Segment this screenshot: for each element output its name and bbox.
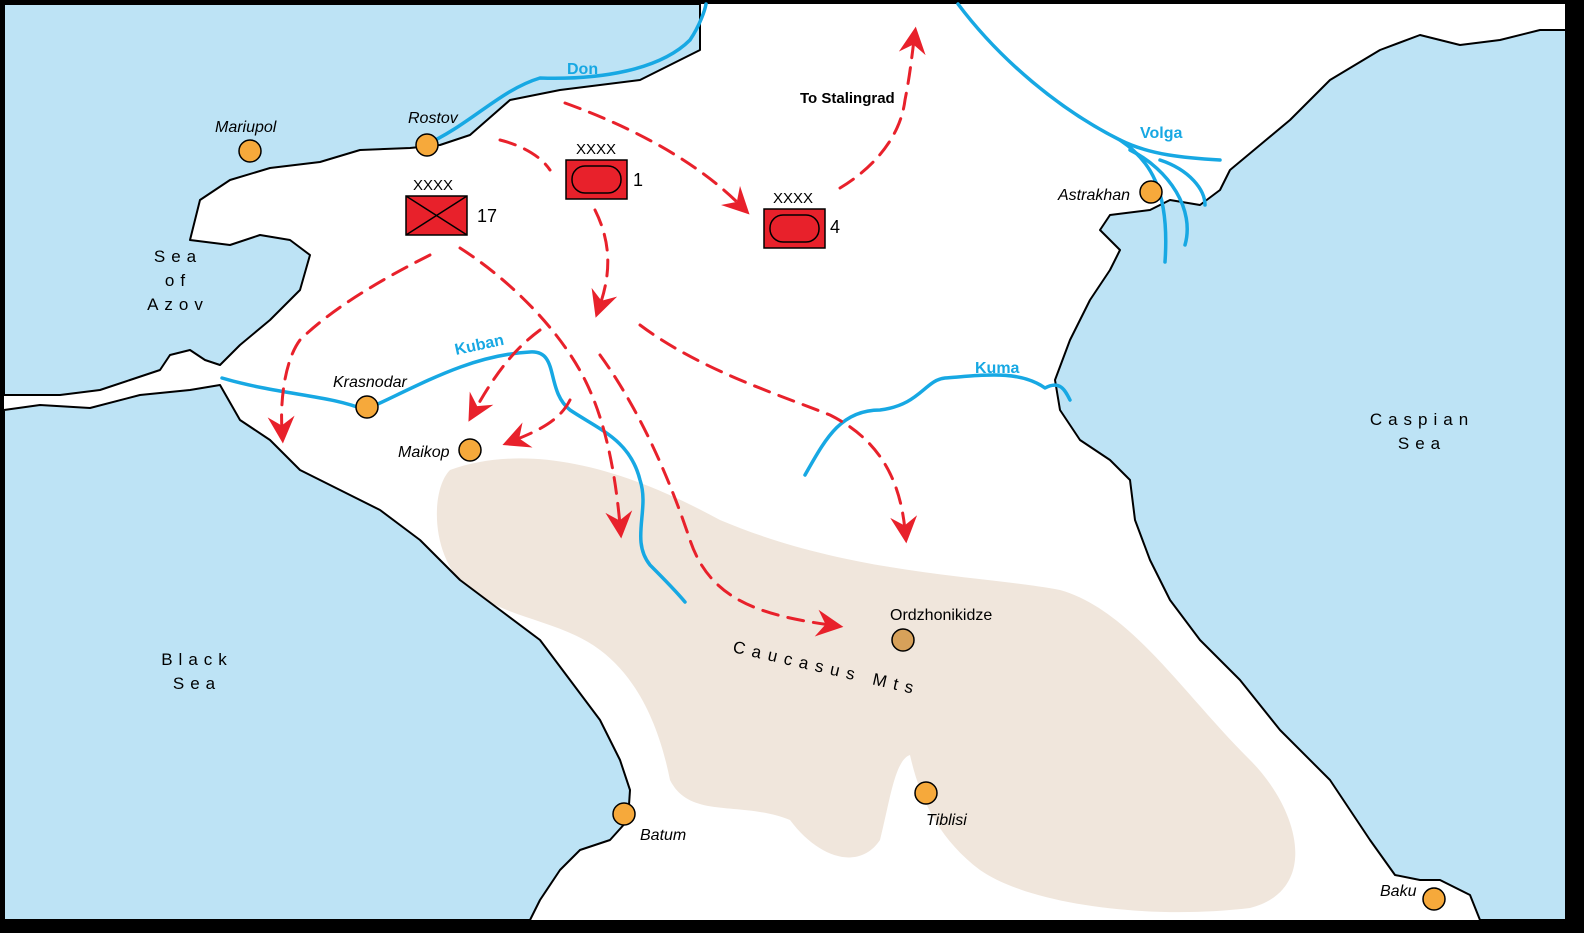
sea-of-azov — [3, 3, 701, 396]
city-marker-krasnodar[interactable] — [355, 395, 379, 419]
river-volga-branch-3 — [1118, 138, 1222, 162]
caucasus-mountains-area — [436, 458, 1296, 913]
river-volga-branch-1 — [1128, 148, 1189, 247]
sea-label-azov-line-1: Sea — [154, 247, 202, 266]
river-label-kuma: Kuma — [975, 360, 1020, 377]
caspian-sea — [1054, 3, 1567, 921]
city-label-krasnodar: Krasnodar — [333, 374, 407, 391]
river-volga-branch-2 — [1158, 158, 1207, 207]
sea-label-azov: Sea of Azov — [147, 247, 209, 314]
city-label-rostov: Rostov — [408, 110, 459, 127]
city-label-ordzhonikidze: Ordzhonikidze — [890, 607, 992, 624]
sea-label-black-line-2: Sea — [173, 674, 221, 693]
city-label-mariupol: Mariupol — [215, 119, 277, 136]
river-kuma — [803, 373, 1072, 477]
sea-label-black: Black Sea — [161, 650, 233, 693]
armor-track — [769, 214, 820, 243]
unit-number: 4 — [830, 217, 840, 237]
river-don — [423, 2, 708, 147]
unit-17th-army[interactable]: XXXX 17 — [405, 177, 497, 236]
sea-label-azov-line-2: of — [165, 271, 191, 290]
unit-number: 17 — [477, 206, 497, 226]
unit-4th-panzer-army[interactable]: XXXX 4 — [763, 190, 840, 249]
city-marker-ordzhonikidze[interactable] — [891, 628, 915, 652]
armor-track — [571, 165, 622, 194]
river-label-don: Don — [567, 61, 598, 78]
attack-arrows — [267, 26, 926, 637]
city-label-tiblisi: Tiblisi — [926, 812, 967, 829]
city-marker-batum[interactable] — [612, 802, 636, 826]
sea-label-caspian: Caspian Sea — [1370, 410, 1474, 453]
sea-label-caspian-line-1: Caspian — [1370, 410, 1474, 429]
city-label-maikop: Maikop — [398, 444, 450, 461]
sea-label-caspian-line-2: Sea — [1398, 434, 1446, 453]
unit-number: 1 — [633, 170, 643, 190]
sea-label-azov-line-3: Azov — [147, 295, 209, 314]
unit-echelon: XXXX — [413, 177, 453, 194]
city-marker-baku[interactable] — [1422, 887, 1446, 911]
river-label-volga: Volga — [1140, 125, 1182, 142]
cities — [238, 133, 1446, 911]
unit-echelon: XXXX — [576, 141, 616, 158]
city-marker-maikop[interactable] — [458, 438, 482, 462]
city-label-baku: Baku — [1380, 883, 1417, 900]
unit-echelon: XXXX — [773, 190, 813, 207]
direction-label-stalingrad: To Stalingrad — [800, 90, 895, 107]
city-label-batum: Batum — [640, 827, 686, 844]
city-marker-rostov[interactable] — [415, 133, 439, 157]
city-marker-tiblisi[interactable] — [914, 781, 938, 805]
city-label-astrakhan: Astrakhan — [1057, 187, 1130, 204]
infantry-cross-b — [405, 195, 468, 236]
sea-label-black-line-1: Black — [161, 650, 233, 669]
city-marker-astrakhan[interactable] — [1139, 180, 1163, 204]
city-marker-mariupol[interactable] — [238, 139, 262, 163]
unit-1st-panzer-army[interactable]: XXXX 1 — [565, 141, 643, 200]
black-sea — [3, 384, 631, 921]
